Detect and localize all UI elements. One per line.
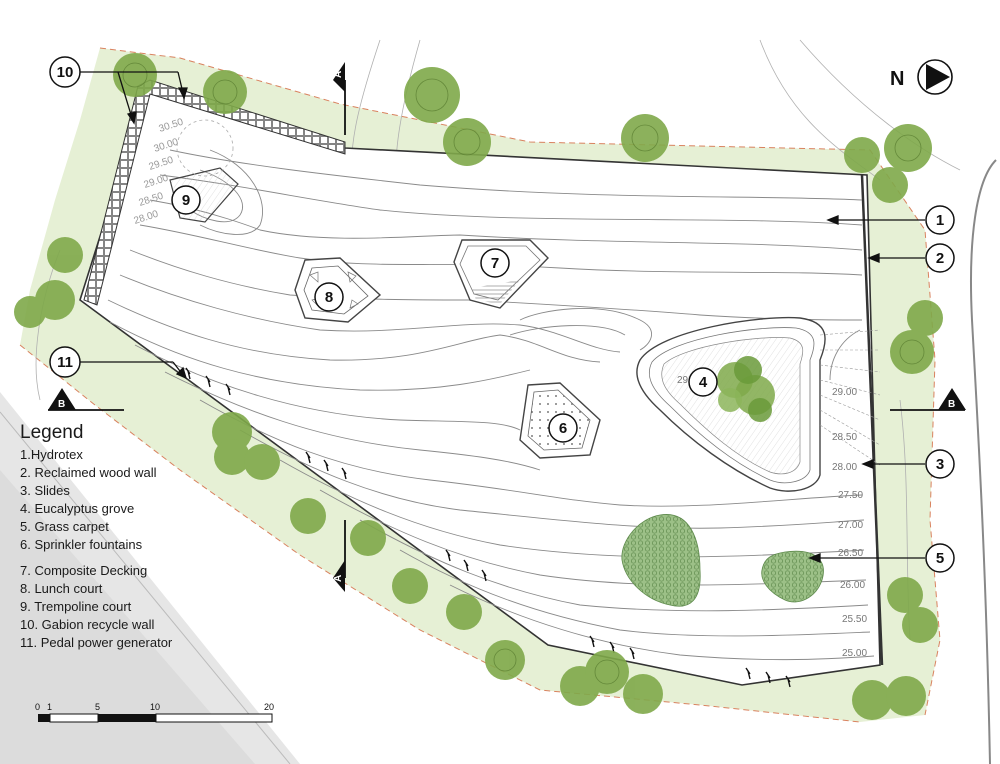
svg-text:7: 7 [491,255,499,272]
scale-label: 1 [47,702,52,712]
section-label: B [948,399,955,410]
trees [14,53,943,720]
section-mark-a-top: A [333,62,346,135]
pedal-power-generators [185,367,791,688]
section-mark-a-bottom: A [333,520,346,592]
elevation-label: 28.00 [832,462,857,473]
section-mark-b-left: B [48,388,124,411]
callout-leaders [80,71,925,563]
elevation-label: 25.00 [842,648,867,659]
feature-marker-7: 7 [480,248,510,278]
section-label: A [333,575,344,582]
scale-label: 10 [150,702,160,712]
legend-item: 10. Gabion recycle wall [20,617,155,632]
legend-item: 9. Trempoline court [20,599,132,614]
elevation-label: 26.00 [840,580,865,591]
svg-text:5: 5 [936,550,944,567]
legend-title: Legend [20,422,84,443]
svg-text:1: 1 [936,212,944,229]
feature-callouts: 1 2 3 4 5 6 7 8 9 10 11 [49,56,955,573]
elevation-label: 27.50 [838,490,863,501]
svg-text:11: 11 [57,354,73,371]
scale-label: 5 [95,702,100,712]
legend-item: 11. Pedal power generator [20,635,173,650]
feature-marker-11: 11 [49,346,81,378]
elevation-label: 26.50 [838,548,863,559]
feature-marker-3: 3 [925,449,955,479]
section-label: A [333,71,344,78]
section-mark-b-right: B [890,388,966,411]
feature-marker-8: 8 [314,282,344,312]
legend: Legend 1.Hydrotex 2. Reclaimed wood wall… [20,422,250,652]
legend-item: 2. Reclaimed wood wall [20,465,157,480]
road [0,159,997,764]
legend-item: 1.Hydrotex [20,447,83,462]
scale-bar: 0 1 5 10 20 [35,702,274,723]
feature-marker-1: 1 [925,205,955,235]
svg-text:10: 10 [57,64,74,81]
svg-text:6: 6 [559,420,567,437]
legend-item: 3. Slides [20,483,70,498]
feature-marker-5: 5 [925,543,955,573]
legend-spacer [20,554,250,562]
north-arrow: N [890,59,953,95]
elevations-right: 29.00 28.50 28.00 27.50 27.00 26.50 26.0… [832,387,867,659]
elevation-label: 25.50 [842,614,867,625]
svg-text:9: 9 [182,192,190,209]
feature-marker-6: 6 [548,413,578,443]
elevation-label: 27.00 [838,520,863,531]
svg-text:4: 4 [699,374,708,391]
svg-text:8: 8 [325,289,333,306]
svg-text:3: 3 [936,456,944,473]
site-boundary-dashed [99,47,941,716]
legend-item: 4. Eucalyptus grove [20,501,135,516]
svg-text:2: 2 [936,250,944,267]
legend-item: 7. Composite Decking [20,563,148,578]
grass-carpet [621,514,824,607]
legend-item: 5. Grass carpet [20,519,109,534]
scale-label: 0 [35,702,40,712]
legend-item: 8. Lunch court [20,581,103,596]
scale-label: 20 [264,702,274,712]
feature-marker-9: 9 [171,185,201,215]
elevation-label: 29.00 [832,387,857,398]
elevation-label: 29 [677,375,689,386]
reclaimed-wood-wall [860,174,884,666]
feature-marker-4: 4 [688,367,718,397]
feature-marker-2: 2 [925,243,955,273]
elevation-label: 28.50 [832,432,857,443]
north-label: N [890,68,904,90]
feature-marker-10: 10 [49,56,81,88]
section-label: B [58,399,65,410]
legend-item: 6. Sprinkler fountains [20,537,143,552]
